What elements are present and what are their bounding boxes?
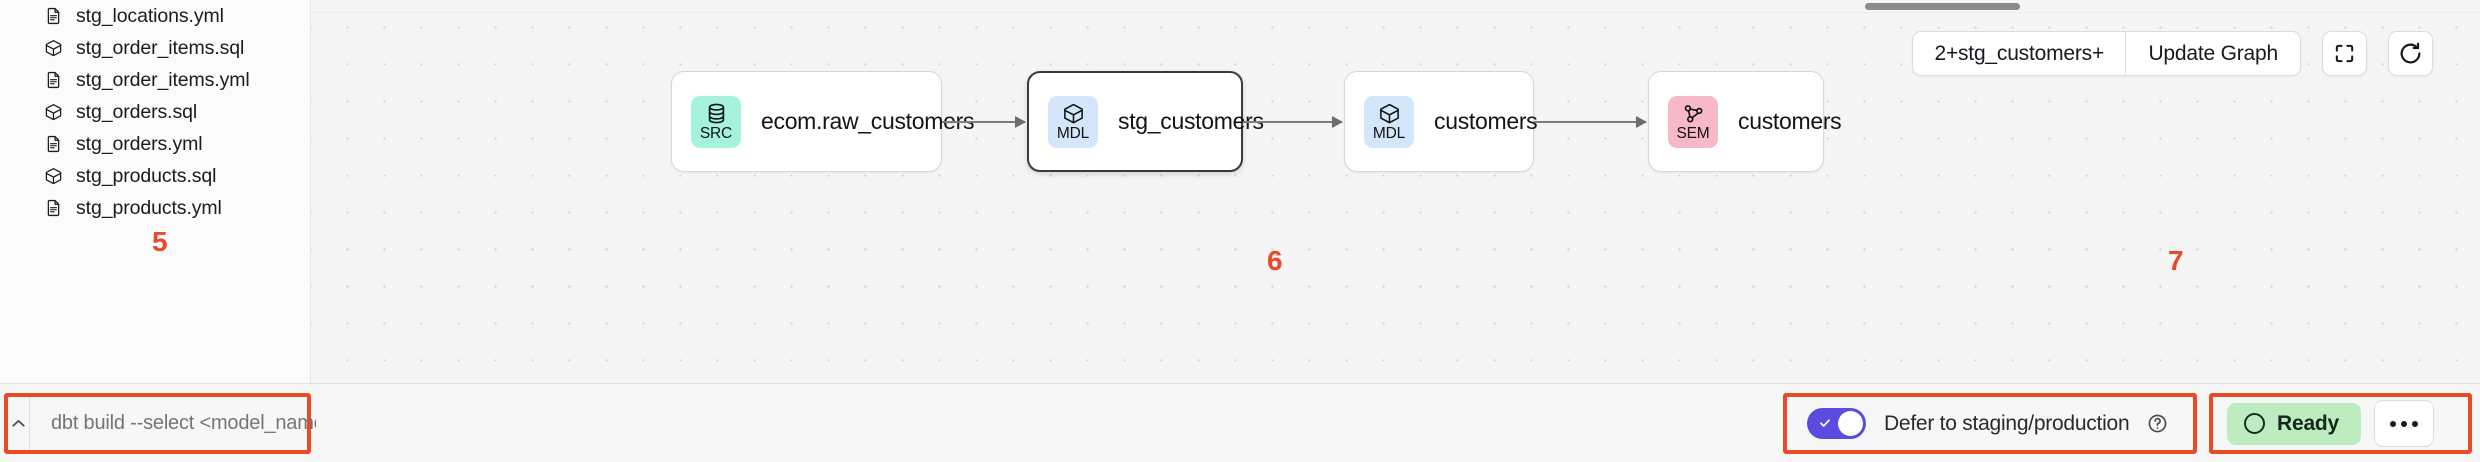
graph-node[interactable]: SRC ecom.raw_customers — [671, 71, 974, 172]
file-name-label: stg_orders.yml — [76, 132, 203, 155]
file-name-label: stg_order_items.yml — [76, 68, 250, 91]
selector-group: Update Graph — [1912, 31, 2301, 76]
annotation-number: 5 — [152, 226, 168, 257]
ellipsis-icon — [2390, 420, 2397, 427]
graph-selector-input[interactable] — [1913, 32, 2126, 75]
horizontal-scrollbar[interactable] — [1865, 3, 2020, 10]
database-icon — [708, 103, 724, 124]
network-icon — [1684, 104, 1702, 123]
file-yml-icon — [47, 199, 60, 217]
annotation-number: 6 — [1267, 245, 1283, 276]
fullscreen-icon — [2335, 44, 2354, 63]
cube-sql-icon — [1063, 103, 1083, 124]
file-list: stg_locations.yml stg_order_items.sql st… — [0, 0, 310, 224]
node-type-label: SRC — [699, 124, 733, 142]
chevron-up-icon — [12, 420, 25, 427]
cube-sql-icon — [45, 40, 62, 57]
node-type-badge: MDL — [1364, 95, 1414, 148]
file-yml-icon — [47, 135, 60, 153]
cube-sql-icon — [45, 104, 62, 121]
help-circle-icon[interactable] — [2147, 413, 2168, 434]
node-type-badge: SEM — [1668, 95, 1718, 148]
node-label: stg_customers — [1118, 108, 1264, 134]
file-yml-icon — [47, 7, 60, 25]
node-type-badge: MDL — [1048, 95, 1098, 148]
graph-edge — [942, 116, 1026, 128]
check-icon — [1820, 419, 1830, 427]
node-type-label: SEM — [1676, 124, 1710, 142]
annotation-number: 7 — [2168, 245, 2184, 276]
file-name-label: stg_locations.yml — [76, 4, 224, 27]
command-bar-collapse-button[interactable] — [8, 397, 30, 450]
file-tree-item[interactable]: stg_order_items.sql — [0, 32, 310, 64]
file-tree-item[interactable]: stg_locations.yml — [0, 0, 310, 32]
cube-sql-icon — [45, 168, 62, 185]
ellipsis-icon — [2412, 420, 2419, 427]
cube-sql-icon — [1379, 103, 1399, 124]
defer-toggle[interactable] — [1807, 408, 1866, 439]
node-type-label: MDL — [1372, 124, 1406, 142]
command-bar[interactable] — [4, 393, 316, 454]
dbt-command-input[interactable] — [30, 397, 316, 450]
file-name-label: stg_products.yml — [76, 196, 222, 219]
defer-setting: Defer to staging/production — [1783, 393, 2197, 454]
file-yml-icon — [47, 71, 60, 89]
file-tree-item[interactable]: stg_products.yml — [0, 192, 310, 224]
more-options-button[interactable] — [2374, 400, 2435, 447]
graph-edge — [1534, 116, 1647, 128]
graph-nodes-layer: SRC ecom.raw_customers MDL stg_customers… — [311, 0, 2480, 383]
file-tree-item[interactable]: stg_orders.yml — [0, 128, 310, 160]
file-tree-item[interactable]: stg_orders.sql — [0, 96, 310, 128]
file-tree-item[interactable]: stg_order_items.yml — [0, 64, 310, 96]
toggle-knob — [1838, 411, 1863, 436]
status-label: Ready — [2277, 411, 2340, 435]
node-label: customers — [1434, 108, 1538, 134]
node-type-badge: SRC — [691, 95, 741, 148]
graph-edge — [1243, 116, 1343, 128]
update-graph-button[interactable]: Update Graph — [2125, 32, 2300, 75]
file-name-label: stg_orders.sql — [76, 100, 198, 123]
node-label: customers — [1738, 108, 1842, 134]
status-badge[interactable]: Ready — [2227, 402, 2362, 445]
file-name-label: stg_order_items.sql — [76, 36, 245, 59]
refresh-icon — [2400, 42, 2421, 64]
graph-toolbar: Update Graph — [1912, 31, 2433, 76]
circle-icon — [2244, 413, 2265, 434]
graph-node[interactable]: MDL stg_customers — [1027, 71, 1264, 172]
graph-node[interactable]: SEM customers — [1648, 71, 1842, 172]
status-group: Ready — [2209, 393, 2472, 454]
node-type-label: MDL — [1056, 124, 1090, 142]
ellipsis-icon — [2401, 420, 2408, 427]
lineage-graph-canvas[interactable]: Update Graph — [311, 0, 2480, 383]
defer-label: Defer to staging/production — [1884, 411, 2130, 435]
refresh-button[interactable] — [2388, 31, 2433, 76]
fullscreen-button[interactable] — [2322, 31, 2367, 76]
graph-node[interactable]: MDL customers — [1344, 71, 1538, 172]
file-name-label: stg_products.sql — [76, 164, 217, 187]
file-tree-sidebar: stg_locations.yml stg_order_items.sql st… — [0, 0, 311, 383]
canvas-top-divider — [311, 12, 2480, 13]
node-label: ecom.raw_customers — [761, 108, 975, 134]
bottom-status-bar: Defer to staging/production Ready — [0, 383, 2480, 462]
file-tree-item[interactable]: stg_products.sql — [0, 160, 310, 192]
